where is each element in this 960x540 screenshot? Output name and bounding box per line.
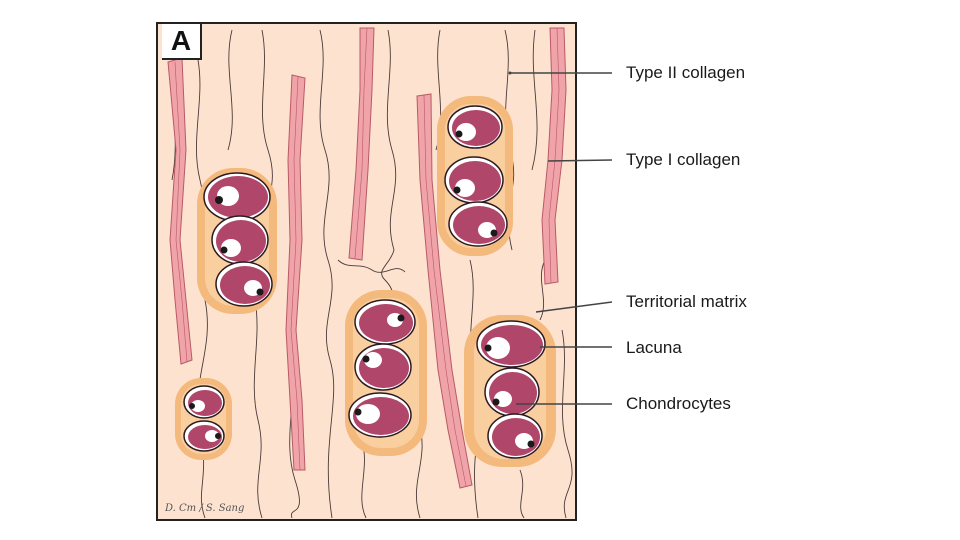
illustrator-signature: D. Cm / S. Sang xyxy=(165,503,245,514)
label-type-i-collagen: Type I collagen xyxy=(626,150,741,169)
chondrocyte-group-3 xyxy=(345,290,427,456)
leader-type-i xyxy=(547,159,613,162)
type-i-collagen-striations xyxy=(174,27,560,487)
label-lacuna: Lacuna xyxy=(626,338,682,357)
leader-lines xyxy=(510,72,613,405)
chondrocyte-group-2 xyxy=(437,96,513,256)
chondrocyte-group-5 xyxy=(175,378,232,460)
chondrocyte-group-1 xyxy=(197,168,277,314)
label-chondrocytes: Chondrocytes xyxy=(626,394,731,413)
chondrocyte-group-4 xyxy=(464,315,556,467)
panel-letter: A xyxy=(162,24,202,60)
label-type-ii-collagen: Type II collagen xyxy=(626,63,746,82)
leader-dot-type-ii xyxy=(508,71,512,75)
type-i-collagen-fibers xyxy=(167,27,567,489)
label-territorial-matrix: Territorial matrix xyxy=(626,292,747,311)
leader-territorial xyxy=(535,301,613,313)
